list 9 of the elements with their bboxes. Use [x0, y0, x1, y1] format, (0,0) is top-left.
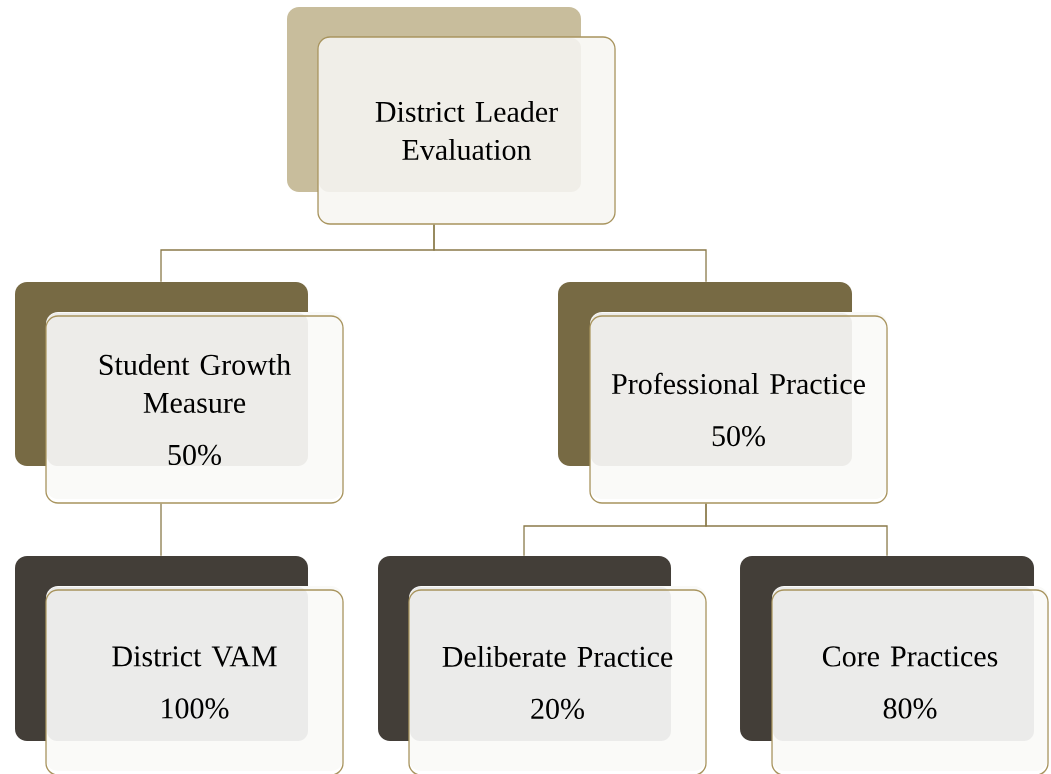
process-box: District Leader Evaluation: [287, 7, 616, 225]
connector-line: [433, 224, 707, 283]
process-box: District VAM 100%: [15, 556, 344, 774]
process-box: Deliberate Practice 20%: [378, 556, 707, 774]
process-box: Student Growth Measure 50%: [15, 282, 344, 504]
process-box: Core Practices 80%: [740, 556, 1049, 774]
process-box: Professional Practice 50%: [558, 282, 888, 504]
connector-line: [160, 503, 162, 557]
connector-line: [705, 503, 888, 557]
